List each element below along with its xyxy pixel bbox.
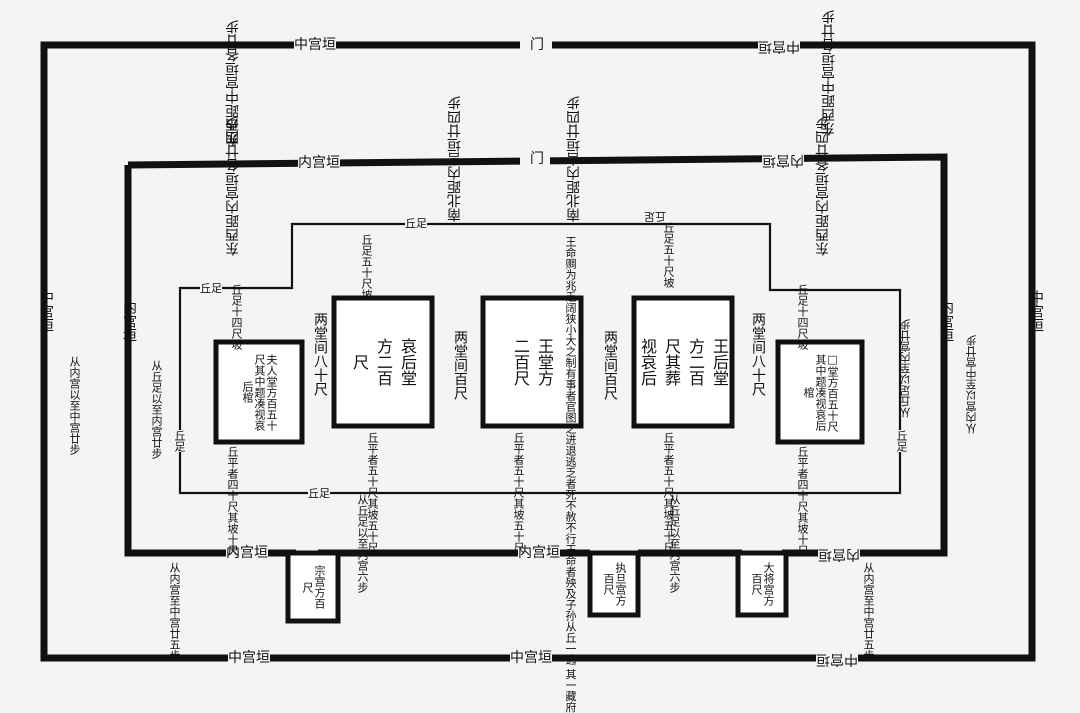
slope-s-1: 丘平者四十尺其坡十尺	[226, 446, 239, 556]
slope-n-4: 丘足五十尺坡	[662, 222, 675, 288]
mound-base-line	[178, 222, 902, 495]
outer-wall-label-s1: 中宫垣	[228, 650, 270, 666]
measure-4-5: 两堂间八十尺	[750, 312, 766, 396]
note-south-outer-left: 从内宫至中宫廿五步	[168, 562, 181, 661]
measure-2-3: 两堂间百尺	[452, 330, 468, 400]
slope-s-3: 丘平者五十尺其坡五十尺	[512, 432, 525, 553]
measure-1-2: 两堂间八十尺	[312, 312, 328, 396]
north-gate-label: 门	[530, 37, 544, 53]
inner-wall-label-w: 内宫垣	[121, 300, 137, 342]
inner-wall-label-e: 内宫垣	[938, 300, 954, 342]
outer-wall-label-s3: 中宫垣	[816, 651, 858, 667]
slope-n-1: 丘足十四尺坡	[230, 284, 243, 350]
outer-wall-label-n2: 中宫垣	[758, 38, 800, 54]
slope-s-5: 丘平者四十尺其坡十尺	[796, 446, 809, 556]
inner-gate-label: 门	[530, 151, 544, 167]
note-north-gap-right: 南北距内宫垣廿四步	[566, 96, 582, 222]
note-north-gap-left: 南北距内宫垣廿四步	[447, 96, 463, 222]
hall-4-text: 王后堂方二百尺其葬视哀后	[638, 338, 729, 386]
note-top-left-inner: 东西距内宫垣各廿四步	[225, 116, 241, 256]
palace-b	[587, 550, 641, 618]
note-left-outer: 从内宫以至中宫廿步	[68, 356, 81, 455]
hall-3-text: 王堂方二百尺	[511, 338, 554, 386]
hall-2	[331, 295, 435, 429]
outer-wall	[40, 41, 1036, 662]
palace-a	[285, 550, 341, 624]
note-top-right-inner: 东西距内宫垣各廿四步	[815, 116, 831, 256]
inner-wall-label-s1: 内宫垣	[226, 545, 268, 561]
hall-1-text: 夫人堂方百五十尺其中题凑视哀后棺	[241, 353, 278, 431]
mound-label-e: 丘足	[895, 430, 908, 452]
hall-5	[775, 339, 865, 445]
mausoleum-plan	[40, 41, 1036, 662]
hall-3	[480, 295, 584, 429]
note-south-inner-left: 从丘足以至内宫六步	[356, 494, 369, 593]
palace-c-text: 大将宫方百尺	[750, 562, 775, 606]
measure-3-4: 两堂间百尺	[602, 330, 618, 400]
slope-s-4: 丘平者五十尺其坡五十尺	[662, 432, 675, 553]
outer-wall-label-e: 中宫垣	[1028, 290, 1044, 332]
hall-1	[213, 339, 305, 445]
hall-5-text: □堂方百五十尺其中题凑视哀后棺	[802, 352, 839, 432]
hall-4	[631, 295, 735, 429]
slope-n-5: 丘足十四尺坡	[796, 284, 809, 350]
mound-label-ne: 丘足	[644, 210, 666, 223]
inner-wall-label-n2: 内宫垣	[762, 152, 804, 168]
mound-label-s: 丘足	[308, 487, 330, 500]
mound-label-w: 丘足	[173, 430, 186, 452]
palace-a-text: 宗宫方百尺	[301, 565, 326, 609]
palace-c	[735, 550, 789, 618]
hall-2-text: 哀后堂方二百尺	[350, 338, 417, 386]
slope-n-2: 丘足五十尺坡	[360, 234, 373, 300]
slope-s-2: 丘平者五十尺其坡五十尺	[366, 432, 379, 553]
inner-wall-label-s3: 内宫垣	[818, 546, 860, 562]
palace-b-text: 执旦宫方百尺	[602, 562, 627, 606]
decree-text: 王命赒为兆乏阔狭小大之制有事者官图之进退逃乏者死不赦不行王命者殃及子孙从丘一逃 …	[564, 236, 577, 713]
mound-label-n: 丘足	[405, 217, 427, 230]
outer-wall-label-s2: 中宫垣	[510, 650, 552, 666]
inner-wall-label-n1: 内宫垣	[298, 155, 340, 171]
note-south-inner-right: 从丘足以至内宫六步	[668, 494, 681, 593]
note-right-inner: 从丘足以至内宫廿步	[899, 319, 912, 418]
note-right-outer: 从内宫以至中宫廿步	[965, 335, 978, 434]
note-south-outer-right: 从内宫至中宫廿五步	[862, 562, 875, 661]
outer-wall-label-n1: 中宫垣	[294, 37, 336, 53]
inner-wall-label-s2: 内宫垣	[518, 545, 560, 561]
note-left-inner: 从丘足以至内宫廿步	[150, 360, 163, 459]
outer-wall-label-w: 中宫垣	[38, 290, 54, 332]
mound-label-nw: 丘足	[200, 282, 222, 295]
